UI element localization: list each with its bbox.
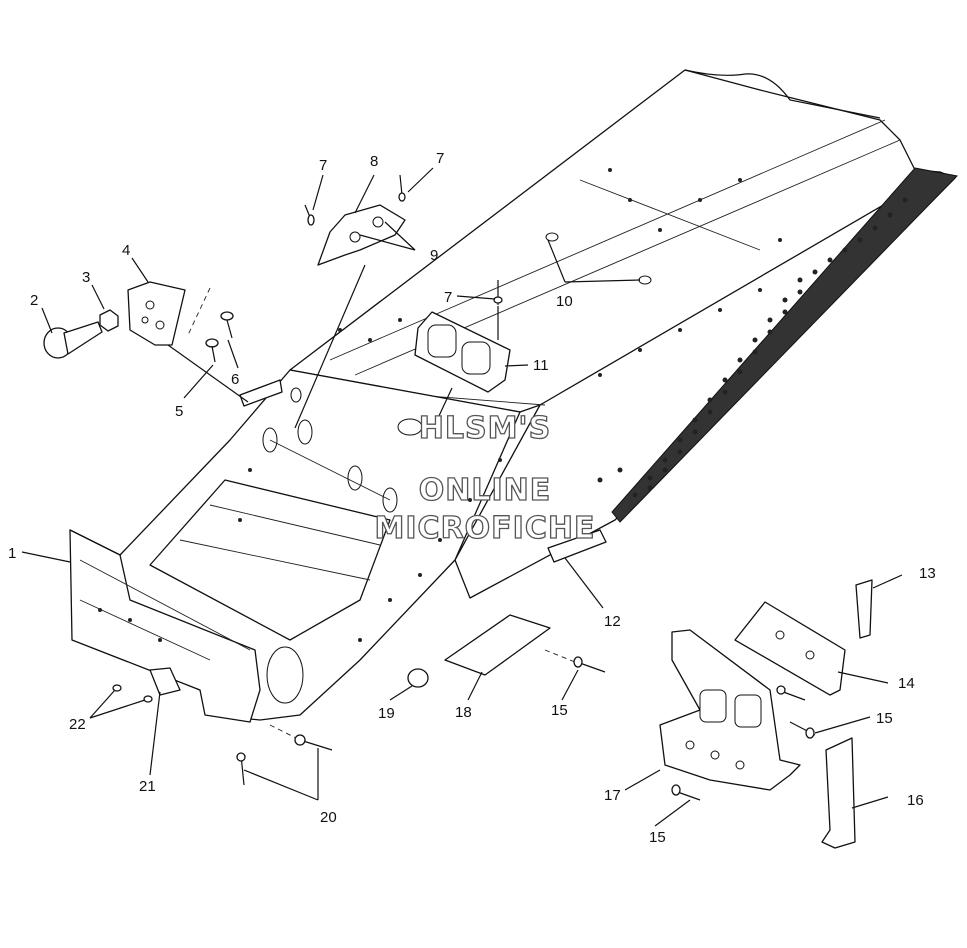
callout-5: 5 xyxy=(175,403,183,420)
part-21-latch xyxy=(149,667,181,696)
callout-labels: 1 2 3 4 5 6 7 7 7 8 9 10 11 12 13 14 15 … xyxy=(8,150,936,846)
part-6-screw xyxy=(220,311,234,339)
watermark-line-2: ONLINE xyxy=(419,473,552,508)
callout-18: 18 xyxy=(455,704,472,721)
part-15-screw-c xyxy=(671,784,701,801)
part-19-plug xyxy=(407,668,429,688)
callout-12: 12 xyxy=(604,613,621,630)
callout-7c: 7 xyxy=(444,289,452,306)
part-2-bolt xyxy=(43,321,103,359)
part-16-plate xyxy=(821,737,856,849)
part-4-bracket xyxy=(127,281,186,346)
watermark-line-1: HLSM'S xyxy=(419,411,551,446)
callout-21: 21 xyxy=(139,778,156,795)
callout-7b: 7 xyxy=(436,150,444,167)
leader-lines xyxy=(21,167,903,827)
watermark: HLSM'S ONLINE MICROFICHE xyxy=(374,410,596,546)
callout-15c: 15 xyxy=(649,829,666,846)
callout-9: 9 xyxy=(430,247,438,264)
callout-15a: 15 xyxy=(876,710,893,727)
callout-19: 19 xyxy=(378,705,395,722)
part-15-screw-a xyxy=(573,656,606,673)
part-5-screw xyxy=(205,338,219,363)
part-13-clip xyxy=(855,579,873,639)
callout-11: 11 xyxy=(533,357,549,374)
callout-16: 16 xyxy=(907,792,924,809)
callout-10: 10 xyxy=(556,293,573,310)
callout-8: 8 xyxy=(370,153,378,170)
callout-4: 4 xyxy=(122,242,130,259)
part-18-panel xyxy=(444,614,551,676)
guide-lines xyxy=(187,287,576,739)
part-7-pin-left xyxy=(304,204,315,226)
perforation-pattern xyxy=(597,197,908,498)
part-22-plugs xyxy=(112,684,153,703)
part-11-gusset xyxy=(414,311,511,393)
part-15-screw-d xyxy=(776,685,806,701)
callout-2: 2 xyxy=(30,292,38,309)
part-15-screw-b xyxy=(789,721,816,739)
callout-6: 6 xyxy=(231,371,239,388)
rivet-dots xyxy=(98,168,782,642)
part-7-pin-right xyxy=(398,174,406,202)
callout-13: 13 xyxy=(919,565,936,582)
part-20-studs xyxy=(236,734,333,786)
callout-7a: 7 xyxy=(319,157,327,174)
callout-1: 1 xyxy=(8,545,16,562)
callout-20: 20 xyxy=(320,809,337,826)
part-14-plate xyxy=(734,601,846,696)
callout-14: 14 xyxy=(898,675,915,692)
watermark-line-3: MICROFICHE xyxy=(375,511,596,546)
callout-3: 3 xyxy=(82,269,90,286)
callout-17: 17 xyxy=(604,787,621,804)
callout-15b: 15 xyxy=(551,702,568,719)
part-17-bracket xyxy=(659,629,801,791)
part-3-nut xyxy=(99,309,119,332)
callout-22: 22 xyxy=(69,716,86,733)
part-7-pin-center xyxy=(493,280,503,305)
